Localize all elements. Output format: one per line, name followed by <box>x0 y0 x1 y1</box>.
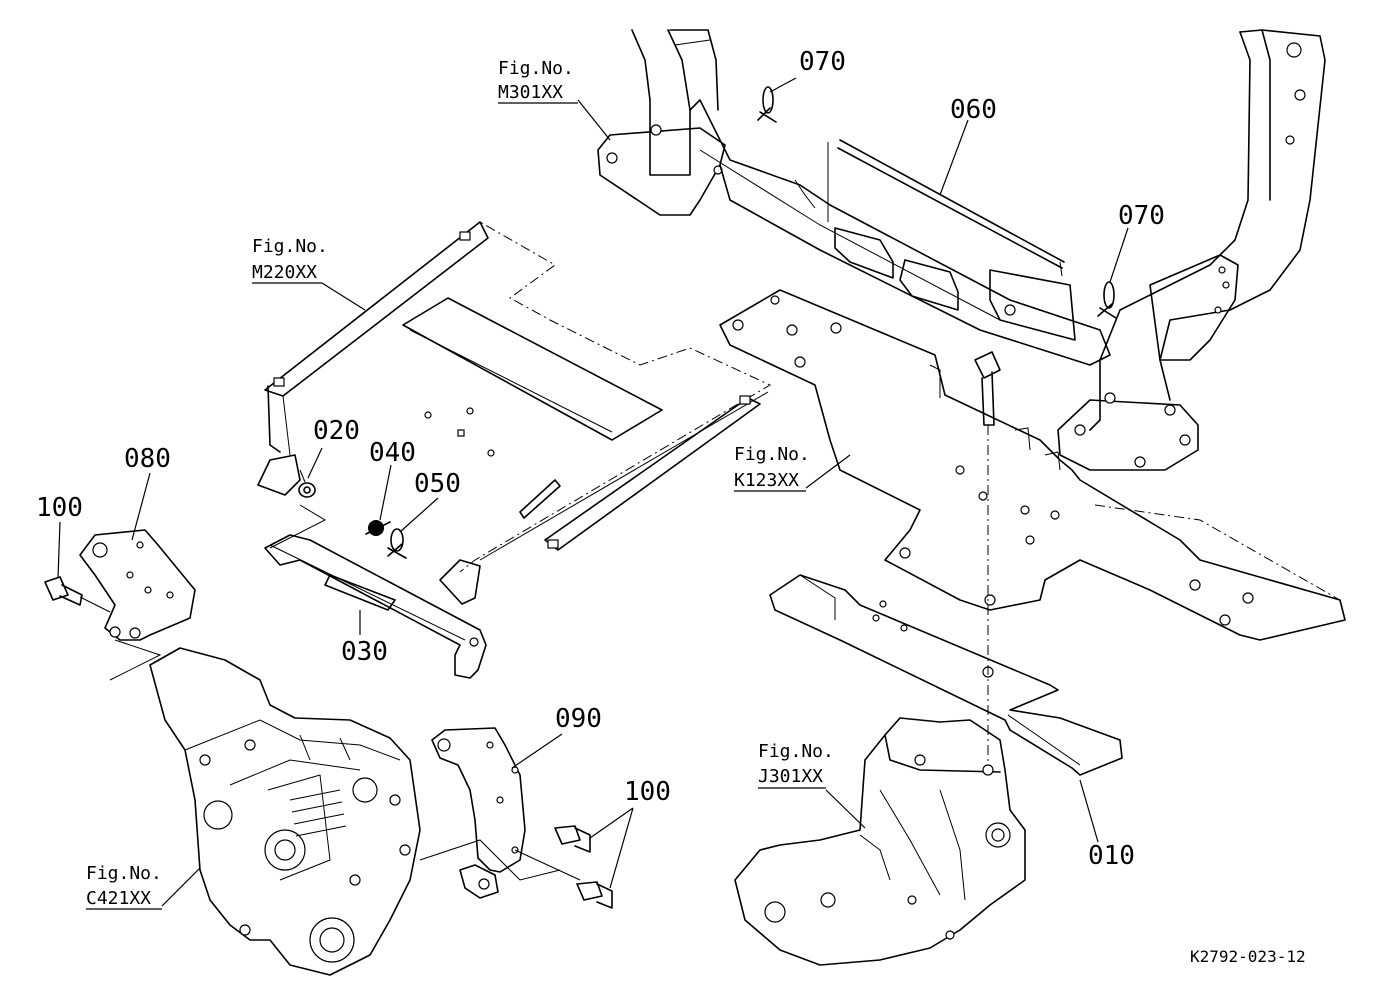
leader-lines <box>57 77 1129 907</box>
fig-code: M220XX <box>252 262 317 283</box>
housing-j301 <box>734 717 1026 966</box>
assembly-link-lines <box>79 469 581 881</box>
plate-080 <box>79 529 196 641</box>
fig-code: C421XX <box>86 888 151 909</box>
grease-fitting-040 <box>365 520 391 536</box>
lever-030 <box>264 534 487 679</box>
label-040: 040 <box>369 438 416 468</box>
figure-ref-k123: Fig.No. K123XX <box>734 444 810 492</box>
label-070-upper: 070 <box>799 47 846 77</box>
fig-code: K123XX <box>734 470 799 491</box>
label-080: 080 <box>124 444 171 474</box>
fig-label: Fig.No. <box>252 236 328 257</box>
figure-ref-m301: Fig.No. M301XX <box>498 58 578 104</box>
washer-020 <box>298 482 316 498</box>
figure-ref-m220: Fig.No. M220XX <box>252 236 328 284</box>
snap-pin-070-upper <box>757 86 777 123</box>
plate-090 <box>431 727 526 899</box>
chassis-frame <box>719 289 1346 641</box>
rops-frame-assembly <box>597 29 1326 471</box>
figure-ref-c421: Fig.No. C421XX <box>86 863 162 910</box>
fig-code: M301XX <box>498 82 563 103</box>
fig-code: J301XX <box>758 766 823 787</box>
figure-ref-j301: Fig.No. J301XX <box>758 741 834 789</box>
fig-label: Fig.No. <box>734 444 810 465</box>
label-010: 010 <box>1088 841 1135 871</box>
fig-label: Fig.No. <box>758 741 834 762</box>
floor-plate-assembly <box>257 221 772 605</box>
label-070-lower: 070 <box>1118 201 1165 231</box>
part-number-labels: 070 060 070 020 040 050 030 080 100 090 … <box>36 47 1165 871</box>
snap-pin-070-lower <box>1097 281 1117 319</box>
label-050: 050 <box>414 469 461 499</box>
label-020: 020 <box>313 416 360 446</box>
label-100-left: 100 <box>36 493 83 523</box>
snap-pin-050 <box>387 528 407 559</box>
fig-label: Fig.No. <box>498 58 574 79</box>
bolt-100-left <box>44 576 83 606</box>
drawing-code: K2792-023-12 <box>1190 947 1306 966</box>
label-090: 090 <box>555 704 602 734</box>
bolt-100-upper <box>554 825 591 853</box>
transmission-case <box>149 647 421 976</box>
bracket-010 <box>769 574 1123 776</box>
label-060: 060 <box>950 95 997 125</box>
label-030: 030 <box>341 637 388 667</box>
bolt-100-lower <box>576 881 613 909</box>
label-100-right: 100 <box>624 777 671 807</box>
fig-label: Fig.No. <box>86 863 162 884</box>
bolt-upper <box>974 351 1001 770</box>
rod-060 <box>827 139 1065 277</box>
